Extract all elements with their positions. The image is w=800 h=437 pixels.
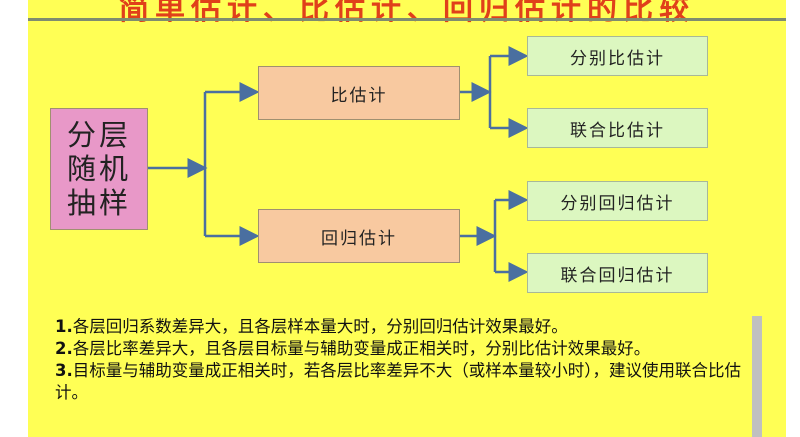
title-divider bbox=[28, 18, 786, 21]
note-item: 2.各层比率差异大，且各层目标量与辅助变量成正相关时，分别比估计效果最好。 bbox=[55, 338, 745, 360]
note-text: 各层回归系数差异大，且各层样本量大时，分别回归估计效果最好。 bbox=[72, 317, 568, 336]
connectors bbox=[148, 46, 529, 282]
combined-regression-node: 联合回归估计 bbox=[527, 253, 708, 293]
note-number: 1. bbox=[55, 317, 73, 336]
slide-title: 简单估计、比估计、回归估计的比较 bbox=[119, 0, 695, 27]
note-number: 3. bbox=[55, 361, 73, 380]
separate-regression-node: 分别回归估计 bbox=[527, 181, 708, 221]
slide: 简单估计、比估计、回归估计的比较 分层随机抽样 比估计 回归估计 分别比估计 联… bbox=[28, 0, 786, 437]
note-text: 目标量与辅助变量成正相关时，若各层比率差异不大（或样本量较小时），建议使用联合比… bbox=[55, 361, 741, 402]
ratio-estimate-node: 比估计 bbox=[258, 66, 460, 120]
regression-estimate-node: 回归估计 bbox=[258, 209, 460, 263]
separate-ratio-node: 分别比估计 bbox=[527, 36, 708, 76]
note-item: 1.各层回归系数差异大，且各层样本量大时，分别回归估计效果最好。 bbox=[55, 316, 745, 338]
side-bar bbox=[752, 316, 762, 437]
note-text: 各层比率差异大，且各层目标量与辅助变量成正相关时，分别比估计效果最好。 bbox=[72, 339, 651, 358]
root-node: 分层随机抽样 bbox=[50, 108, 148, 230]
note-item: 3.目标量与辅助变量成正相关时，若各层比率差异不大（或样本量较小时），建议使用联… bbox=[55, 360, 745, 404]
combined-ratio-node: 联合比估计 bbox=[527, 108, 708, 148]
notes: 1.各层回归系数差异大，且各层样本量大时，分别回归估计效果最好。 2.各层比率差… bbox=[55, 316, 745, 404]
note-number: 2. bbox=[55, 339, 73, 358]
